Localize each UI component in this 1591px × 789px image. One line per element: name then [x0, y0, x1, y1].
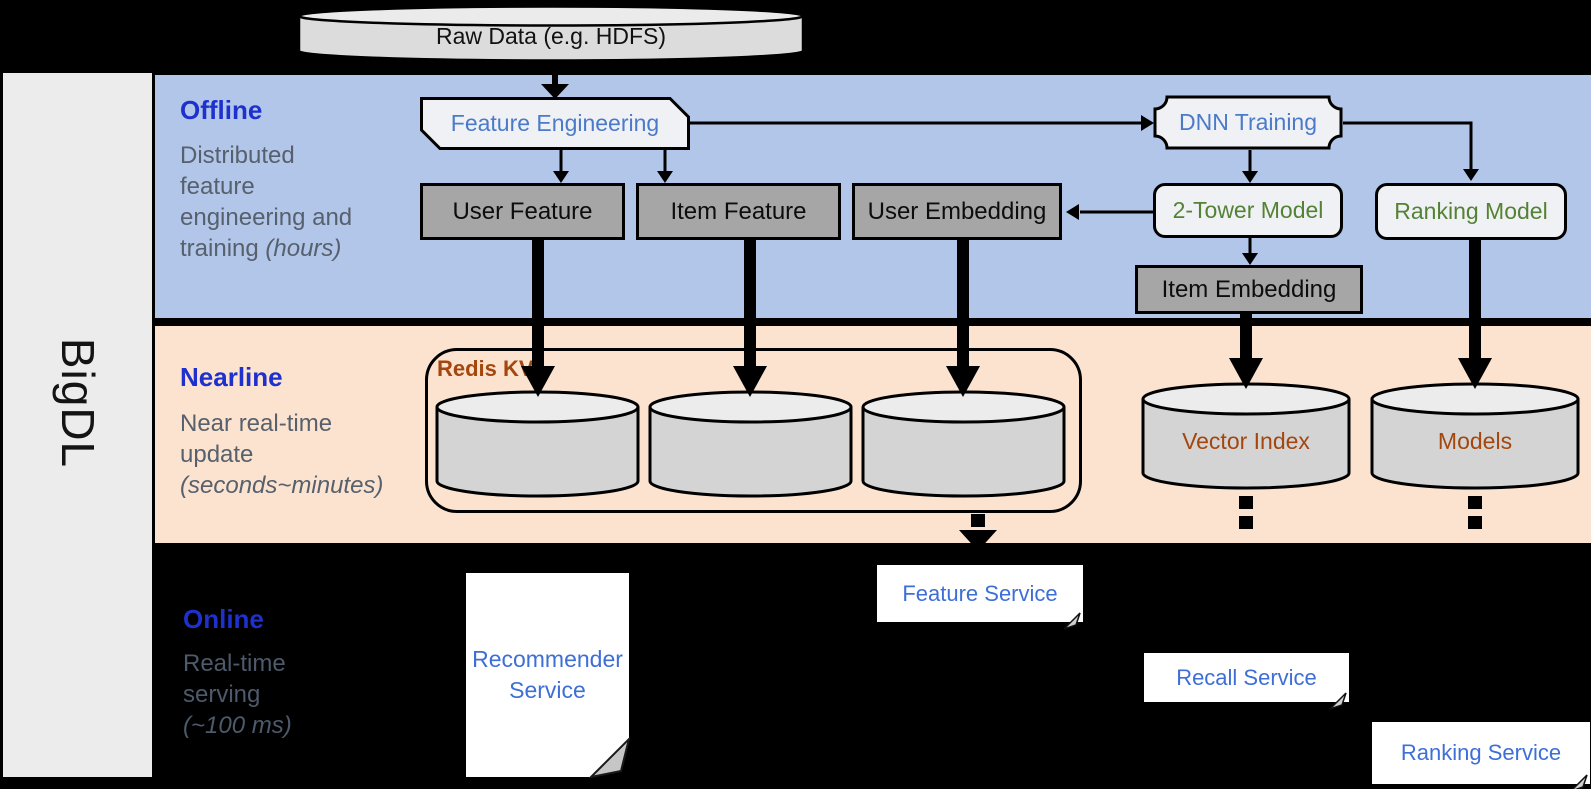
offline-band-title: Offline [180, 95, 263, 125]
dnn-training-node: DNN Training [1153, 95, 1343, 150]
dnn-training-label: DNN Training [1178, 109, 1318, 135]
kv-cylinder-1 [435, 390, 640, 498]
cylinder-shape [648, 390, 853, 498]
feature-service-node: Feature Service [877, 565, 1083, 630]
online-sub-line: Real-time [183, 650, 286, 677]
redis-kv-label: Redis KV [437, 356, 534, 381]
item-feature-node: Item Feature [636, 183, 841, 240]
kv-cylinder-3 [861, 390, 1066, 498]
online-sub-line: serving [183, 681, 261, 708]
raw-data-cylinder: Raw Data (e.g. HDFS) [297, 5, 805, 62]
two-tower-model-label: 2-Tower Model [1172, 197, 1324, 223]
nearline-sub-line: update [180, 441, 254, 468]
online-sub-line: (~100 ms) [183, 712, 292, 739]
online-band-description: Real-time serving (~100 ms) [183, 648, 292, 741]
bigdl-label: BigDL [51, 337, 104, 469]
ranking-model-node: Ranking Model [1375, 183, 1567, 240]
online-band-title: Online [183, 604, 264, 634]
cylinder-shape [435, 390, 640, 498]
models-cylinder: Models [1370, 382, 1580, 490]
user-feature-node: User Feature [420, 183, 625, 240]
snip-corner-shape [420, 97, 690, 150]
offline-sub-line: training (hours) [180, 235, 342, 262]
recommender-service-label: Recommender Service [472, 645, 623, 703]
item-feature-label: Item Feature [670, 197, 807, 225]
raw-data-label: Raw Data (e.g. HDFS) [435, 23, 667, 49]
page-fold-icon [1063, 612, 1081, 630]
nearline-band-title: Nearline [180, 362, 283, 392]
recall-service-label: Recall Service [1176, 664, 1317, 690]
nearline-sub-line: Near real-time [180, 410, 333, 437]
cylinder-shape [297, 5, 805, 62]
page-fold-icon [1329, 692, 1347, 710]
page-fold-icon [1571, 774, 1588, 789]
user-embedding-node: User Embedding [852, 183, 1062, 240]
item-embedding-node: Item Embedding [1135, 265, 1363, 314]
cylinder-shape [861, 390, 1066, 498]
cylinder-shape [1370, 382, 1580, 490]
feature-service-label: Feature Service [902, 580, 1058, 606]
ranking-service-label: Ranking Service [1400, 740, 1562, 765]
user-feature-label: User Feature [452, 197, 593, 225]
user-embedding-label: User Embedding [867, 197, 1047, 225]
cylinder-shape [1141, 382, 1351, 490]
recall-service-node: Recall Service [1144, 653, 1349, 710]
two-tower-model-node: 2-Tower Model [1153, 183, 1343, 238]
ranking-service-node: Ranking Service [1372, 722, 1590, 789]
bigdl-panel: BigDL [3, 73, 152, 777]
recommender-service-node: Recommender Service [465, 572, 630, 778]
offline-band-description: Distributed feature engineering and trai… [180, 140, 352, 264]
ranking-model-label: Ranking Model [1394, 198, 1548, 224]
item-embedding-label: Item Embedding [1161, 275, 1337, 303]
feature-engineering-node: Feature Engineering [420, 97, 690, 150]
document-shape [466, 573, 630, 778]
offline-sub-line: feature [180, 173, 255, 200]
vector-index-cylinder: Vector Index [1141, 382, 1351, 490]
kv-cylinder-2 [648, 390, 853, 498]
nearline-band-description: Near real-time update (seconds~minutes) [180, 408, 383, 501]
feature-engineering-label: Feature Engineering [450, 110, 660, 136]
plaque-shape [1153, 95, 1343, 150]
vector-index-label: Vector Index [1182, 427, 1310, 454]
offline-sub-line: Distributed [180, 142, 295, 169]
offline-sub-line: engineering and [180, 204, 353, 231]
models-label: Models [1437, 427, 1513, 454]
nearline-sub-line: (seconds~minutes) [180, 472, 384, 499]
